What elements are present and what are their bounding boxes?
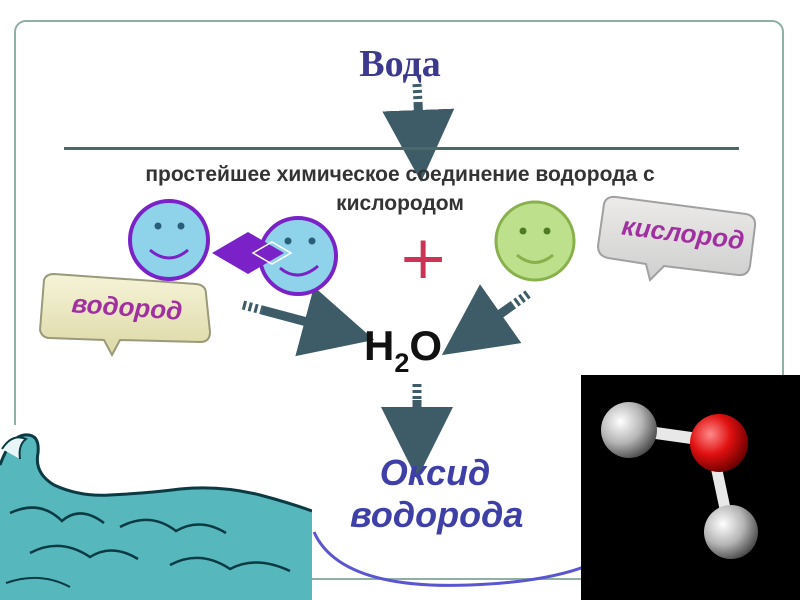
page-title: Вода [359, 43, 441, 85]
formula-element-h: H [364, 322, 395, 369]
formula-element-o: O [409, 322, 443, 369]
arrow-hydrogen-to-water [241, 286, 375, 357]
formula-subscript: 2 [394, 348, 410, 378]
bond-diamond-icon [212, 232, 293, 274]
plus-sign: + [398, 223, 449, 293]
water-formula: H2O [364, 322, 442, 379]
result-text: Оксид водорода [350, 452, 524, 536]
oxygen-atom [690, 414, 748, 472]
arrow-title-to-definition [382, 83, 455, 182]
result-line-1: Оксид [379, 452, 491, 493]
title-divider [64, 147, 739, 150]
result-line-2: водорода [350, 494, 524, 535]
slide-frame [14, 20, 784, 580]
hydrogen-atom-1 [601, 402, 657, 458]
oxygen-smiley-icon [494, 200, 576, 282]
hydrogen-atom-2 [704, 505, 758, 559]
oxygen-callout-bubble [596, 195, 757, 282]
definition-line-1: простейшее химическое соединение водород… [145, 163, 655, 186]
wave-illustration [0, 425, 312, 600]
hydrogen-callout-bubble [38, 272, 212, 358]
water-molecule-model [581, 375, 800, 600]
hydrogen-smiley-icon-left [128, 199, 210, 281]
definition-text: простейшее химическое соединение водород… [40, 160, 760, 218]
definition-line-2: кислородом [336, 192, 464, 215]
arrow-oxygen-to-water [441, 284, 531, 356]
